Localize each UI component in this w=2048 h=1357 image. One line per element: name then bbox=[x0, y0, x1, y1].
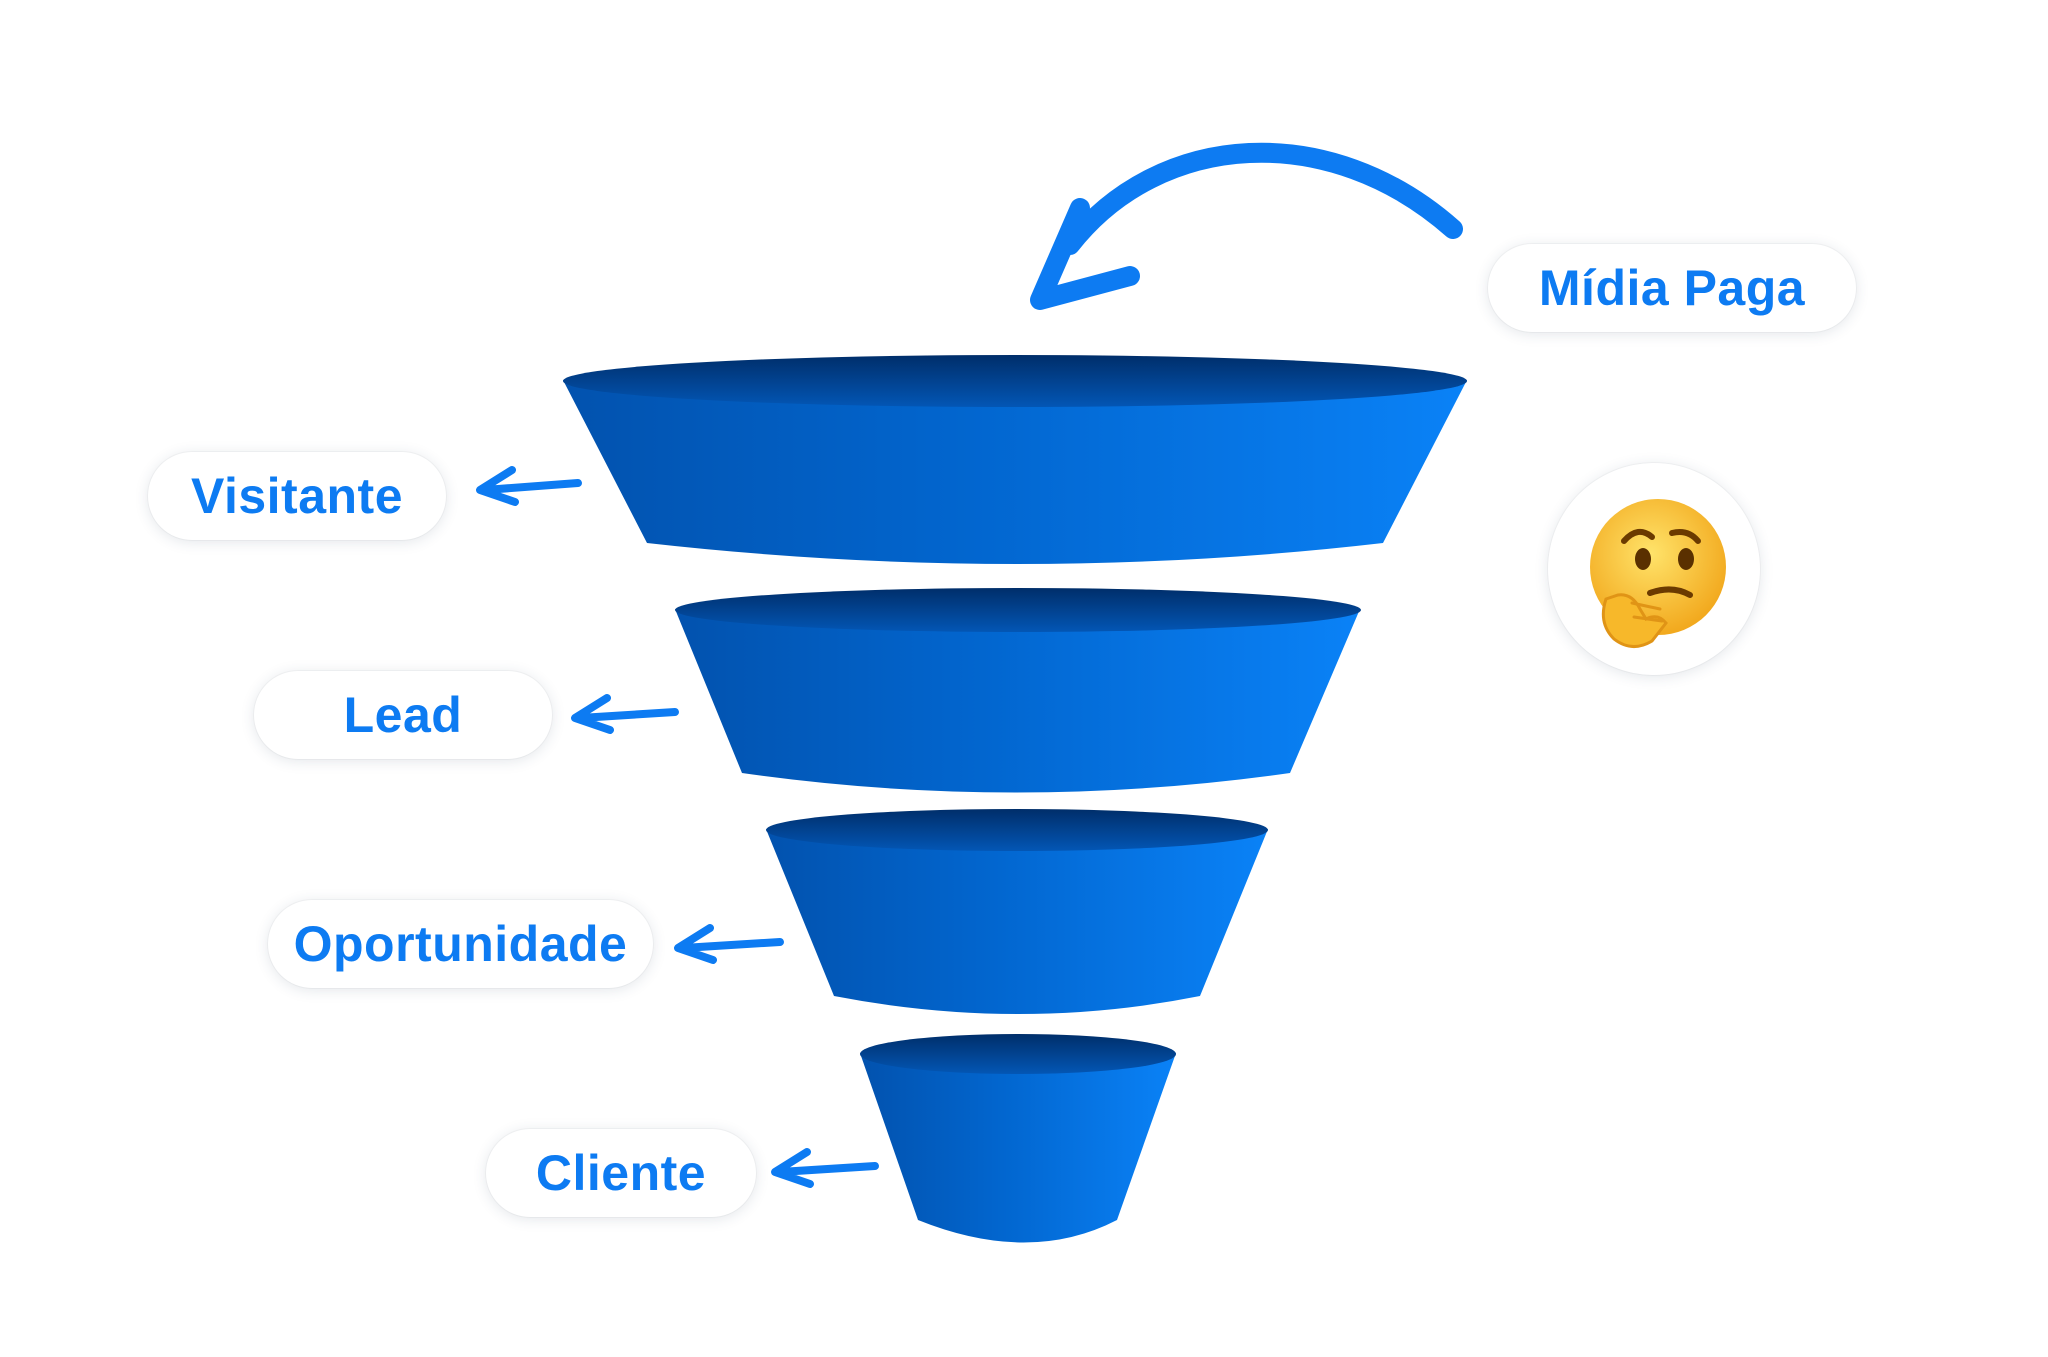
arrow-left-icon bbox=[674, 924, 784, 964]
emoji-badge bbox=[1548, 463, 1760, 675]
funnel-segment-4 bbox=[860, 1034, 1176, 1243]
stage-label: Lead bbox=[343, 687, 463, 743]
stage-pill-visitante: Visitante bbox=[148, 452, 446, 540]
funnel-segment-2 bbox=[675, 588, 1361, 793]
stage-label: Oportunidade bbox=[293, 916, 628, 972]
stage-pill-oportunidade: Oportunidade bbox=[268, 900, 653, 988]
thinking-face-icon bbox=[1590, 499, 1726, 648]
funnel-segment-1 bbox=[563, 355, 1467, 564]
stage-pill-cliente: Cliente bbox=[486, 1129, 756, 1217]
funnel-segment-3 bbox=[766, 809, 1268, 1014]
arrow-left-icon bbox=[771, 1148, 879, 1188]
arrow-left-icon bbox=[476, 466, 582, 506]
source-label-pill: Mídia Paga bbox=[1488, 244, 1856, 332]
curved-arrow-icon bbox=[1030, 142, 1463, 310]
source-label: Mídia Paga bbox=[1538, 260, 1806, 316]
arrow-left-icon bbox=[571, 694, 679, 734]
stage-pill-lead: Lead bbox=[254, 671, 552, 759]
stage-label: Visitante bbox=[191, 468, 403, 524]
stage-label: Cliente bbox=[535, 1145, 707, 1201]
